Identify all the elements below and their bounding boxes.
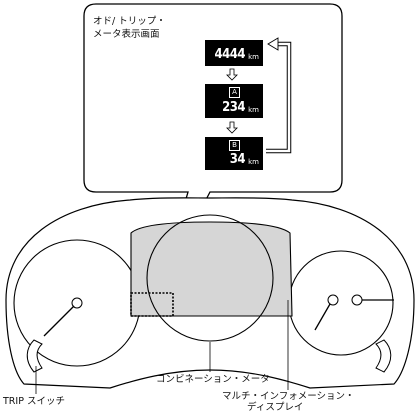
arrow-down-icon [226, 68, 238, 81]
trip-b-screen: B 34 km [205, 137, 263, 170]
trip-a-unit: km [248, 106, 259, 114]
trip-a-screen: A 234 km [205, 84, 263, 118]
return-arrow-icon [266, 37, 292, 154]
right-switch [375, 339, 392, 373]
right-needle-1 [314, 303, 331, 331]
odometer-screen: 4444 km [205, 40, 263, 66]
trip-b-value: 34 [229, 152, 246, 167]
callout-title-line1: オド/ トリップ・ [93, 16, 166, 27]
trip-a-badge: A [229, 87, 240, 98]
callout-title-line2: メータ表示画面 [93, 29, 160, 40]
combination-meter-label: コンビネーション・メータ [156, 374, 270, 385]
trip-switch[interactable] [26, 339, 43, 373]
arrow-down-icon [226, 121, 238, 134]
right-gauge [288, 250, 394, 356]
trip-switch-label: TRIP スイッチ [3, 396, 65, 407]
left-needle [43, 305, 75, 337]
trip-a-value: 234 [222, 100, 245, 115]
odometer-unit: km [248, 53, 259, 61]
odometer-value: 4444 [214, 47, 245, 62]
center-gauge [146, 214, 274, 342]
highlight-box [130, 292, 174, 317]
trip-b-badge: B [229, 140, 240, 151]
mid-label-line1: マルチ・インフォメーション・ [222, 391, 355, 402]
trip-b-unit: km [248, 158, 259, 166]
mid-label-line2: ディスプレイ [247, 402, 304, 413]
